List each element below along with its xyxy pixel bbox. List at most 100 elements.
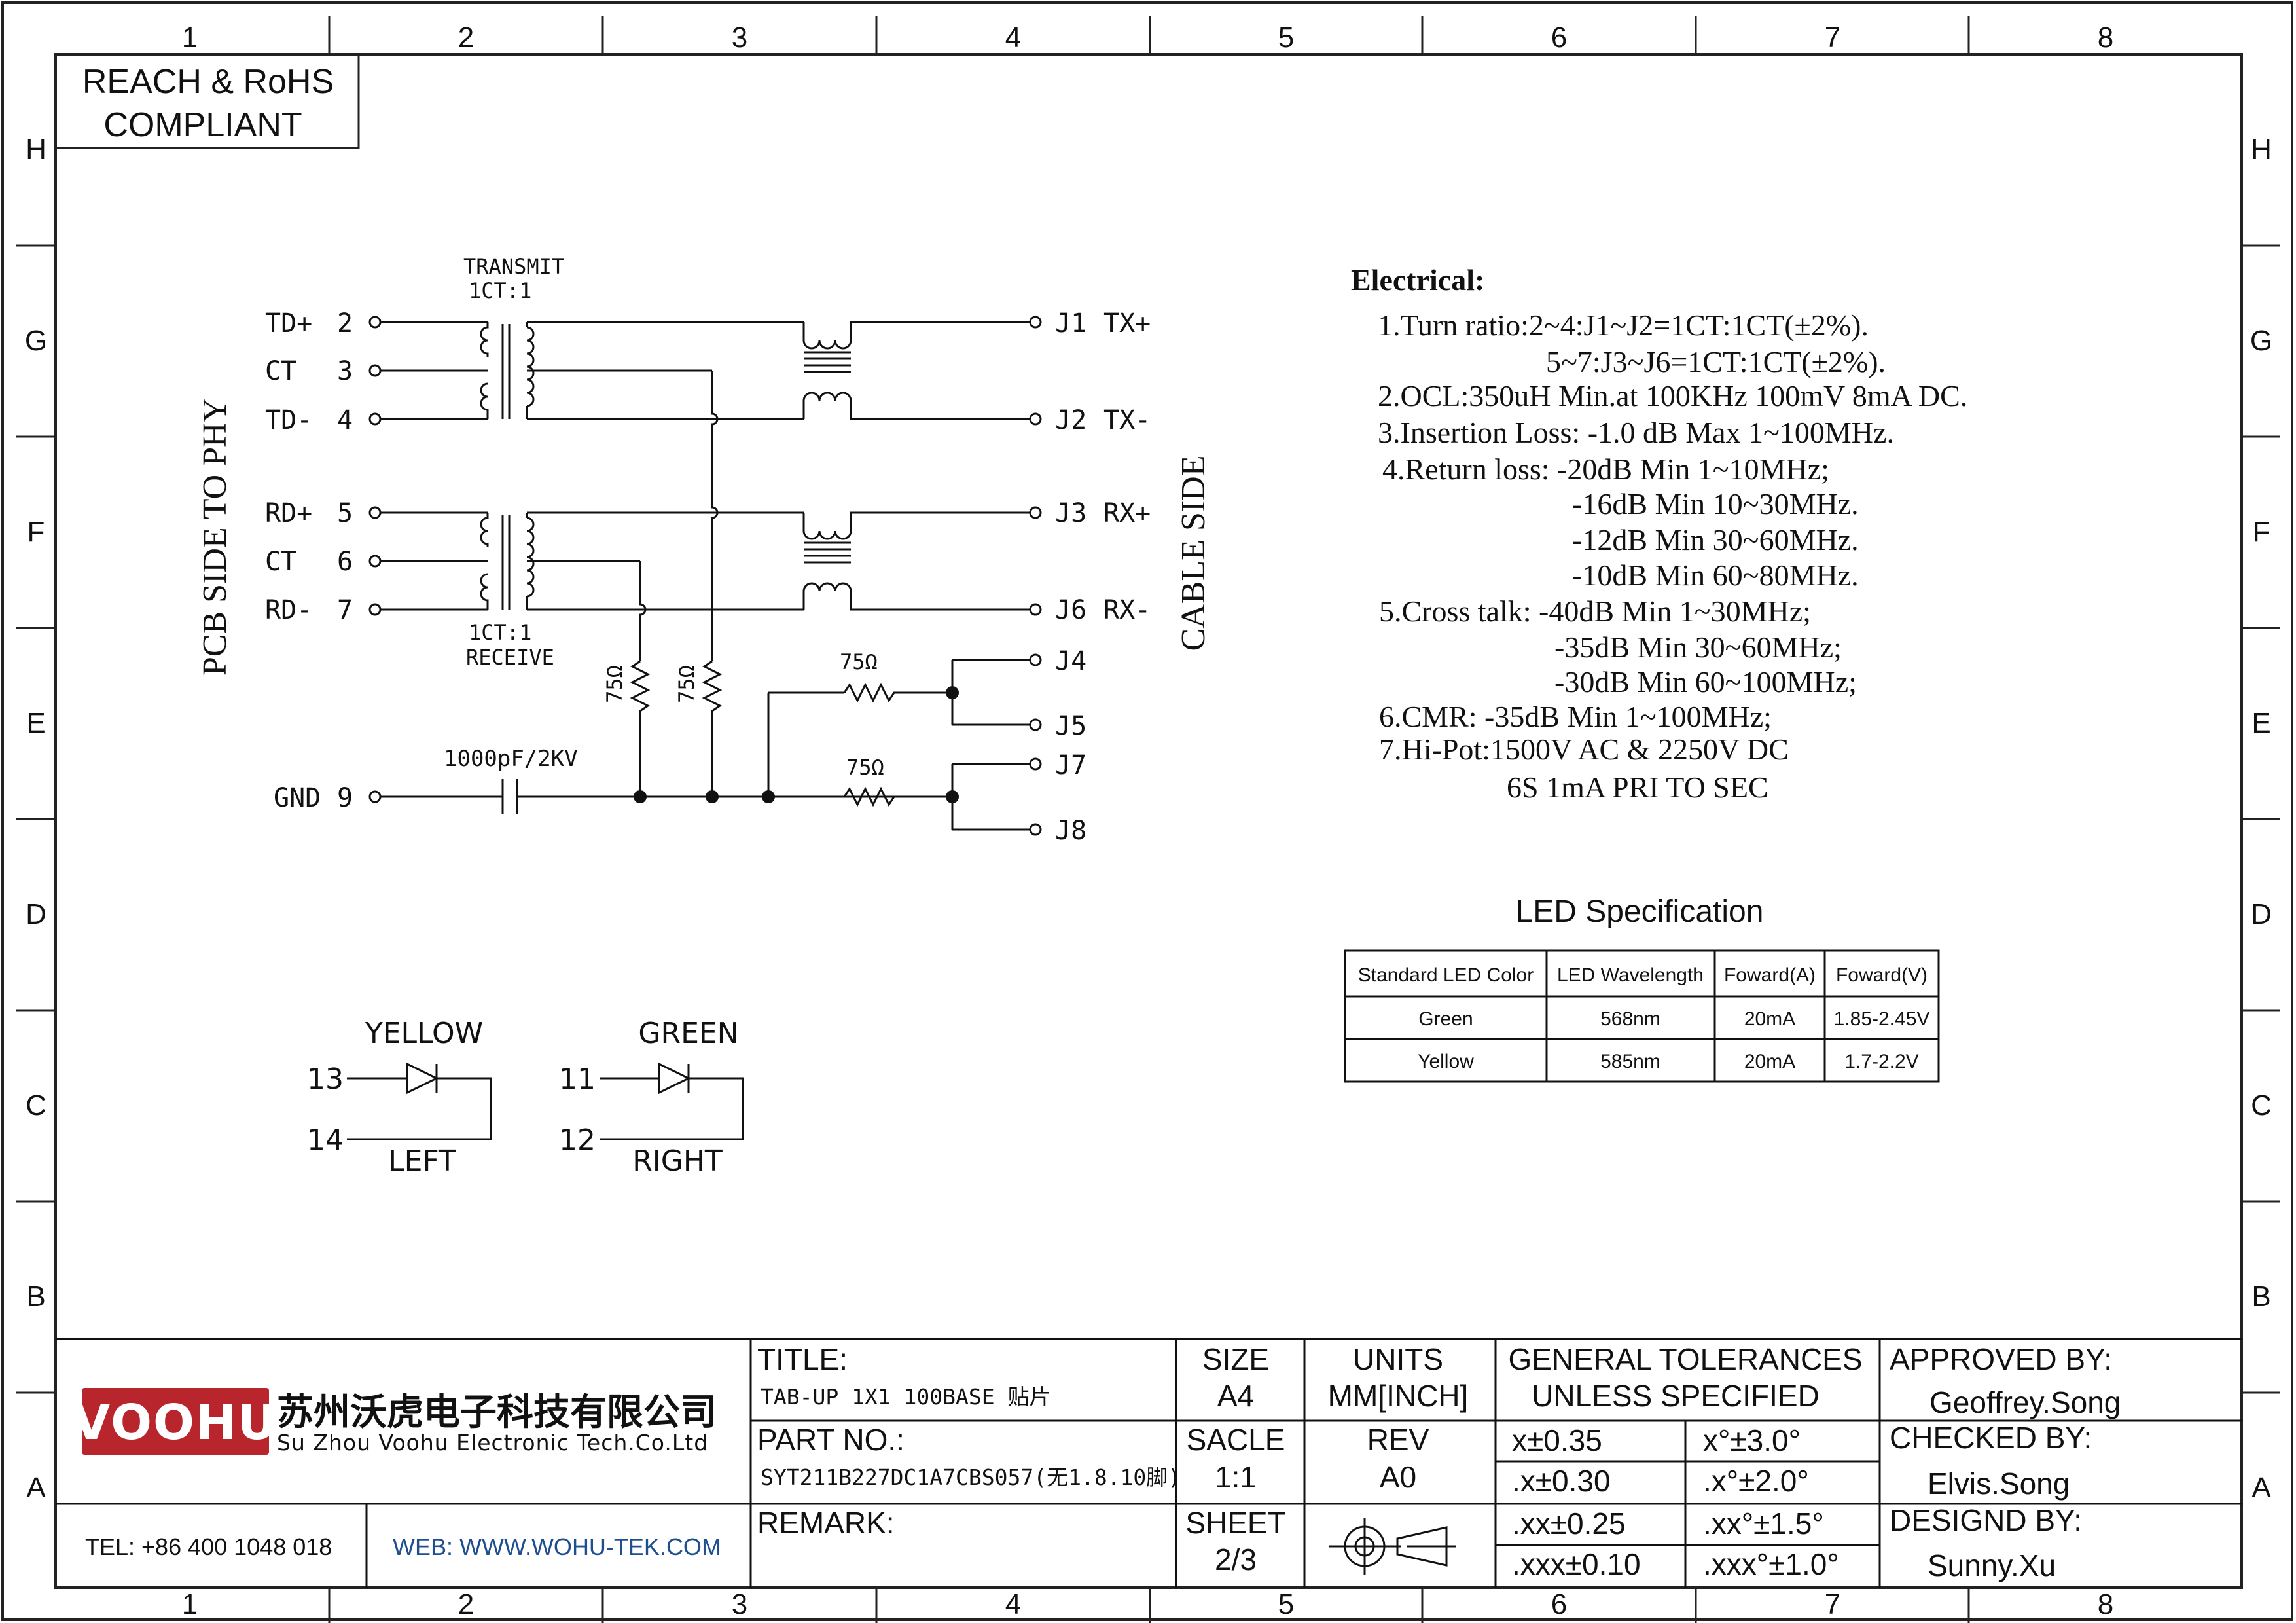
resistor-label-2: 75Ω: [674, 665, 699, 703]
electrical-line-11: -30dB Min 60~100MHz;: [1554, 665, 1857, 699]
company-name-cn: 苏州沃虎电子科技有限公司: [277, 1391, 717, 1434]
title-label: TITLE:: [757, 1342, 848, 1376]
electrical-line-12: 6.CMR: -35dB Min 1~100MHz;: [1379, 700, 1772, 733]
scale-value: 1:1: [1215, 1460, 1257, 1494]
title-block: [56, 1338, 2242, 1588]
tolerance-cell: .x±0.30: [1512, 1464, 1611, 1498]
led-yellow-anode-pin: 13: [307, 1063, 344, 1096]
tolerance-title-2: UNLESS SPECIFIED: [1532, 1379, 1820, 1413]
col-label-3-bottom: 3: [732, 1588, 747, 1620]
col-label-1-bottom: 1: [182, 1588, 198, 1620]
col-label-2: 2: [458, 22, 474, 54]
remark-label: REMARK:: [757, 1506, 895, 1540]
tolerance-cell: .x°±2.0°: [1703, 1464, 1809, 1498]
designed-label: DESIGND BY:: [1890, 1503, 2082, 1537]
row-label-H: H: [26, 134, 46, 166]
transmit-ratio: 1CT:1: [469, 278, 531, 303]
tolerance-cell: x±0.35: [1512, 1423, 1602, 1457]
sheet-label: SHEET: [1185, 1506, 1285, 1540]
units-label: UNITS: [1353, 1342, 1443, 1376]
led-spec-header-forward-v: Foward(V): [1836, 964, 1928, 986]
pin-j2: J2: [1055, 405, 1086, 435]
approved-value: Geoffrey.Song: [1929, 1385, 2121, 1419]
pin-name-ct-tx: CT: [265, 356, 296, 386]
pin-j8: J8: [1055, 816, 1086, 846]
led-yellow-position: LEFT: [388, 1144, 456, 1178]
scale-label: SACLE: [1187, 1423, 1285, 1457]
company-tel: TEL: +86 400 1048 018: [85, 1533, 332, 1560]
company-logo: [82, 1388, 269, 1455]
pin-num-3: 3: [337, 356, 353, 386]
row-label-B: B: [26, 1281, 45, 1313]
pin-j1: J1: [1055, 308, 1086, 338]
units-value: MM[INCH]: [1328, 1379, 1469, 1413]
pin-j3-signal: RX+: [1103, 498, 1151, 528]
row-label-F-right: F: [2253, 516, 2270, 548]
pin-j3: J3: [1055, 498, 1086, 528]
tolerance-cell: .xxx±0.10: [1512, 1547, 1641, 1581]
electrical-line-14: 6S 1mA PRI TO SEC: [1507, 771, 1768, 804]
pin-name-td-minus: TD-: [265, 405, 312, 435]
electrical-line-5: 4.Return loss: -20dB Min 1~10MHz;: [1382, 452, 1829, 486]
row-label-D: D: [26, 898, 46, 930]
pin-j4: J4: [1055, 646, 1086, 676]
led-green-anode-pin: 11: [559, 1063, 596, 1096]
pin-name-gnd: GND: [274, 783, 321, 813]
row-label-H-right: H: [2251, 134, 2272, 166]
pin-name-ct-rx: CT: [265, 547, 296, 577]
receive-ratio: 1CT:1: [469, 620, 531, 645]
led-spec-header-forward-a: Foward(A): [1724, 964, 1816, 986]
electrical-line-1: 1.Turn ratio:2~4:J1~J2=1CT:1CT(±2%).: [1378, 308, 1869, 342]
title-value: TAB-UP 1X1 100BASE 贴片: [761, 1384, 1051, 1410]
rev-label: REV: [1367, 1423, 1429, 1457]
electrical-line-2: 5~7:J3~J6=1CT:1CT(±2%).: [1546, 345, 1886, 378]
part-value: SYT211B227DC1A7CBS057(无1.8.10脚): [761, 1465, 1181, 1490]
row-label-D-right: D: [2251, 898, 2272, 930]
col-label-2-bottom: 2: [458, 1588, 474, 1620]
electrical-line-13: 7.Hi-Pot:1500V AC & 2250V DC: [1379, 733, 1789, 766]
col-label-3: 3: [732, 22, 747, 54]
led-green-color: GREEN: [638, 1017, 738, 1050]
col-label-7: 7: [1825, 22, 1840, 54]
pin-num-5: 5: [337, 498, 353, 528]
cable-side-label: CABLE SIDE: [1175, 456, 1212, 651]
col-label-6: 6: [1551, 22, 1567, 54]
col-label-1: 1: [182, 22, 198, 54]
rev-value: A0: [1380, 1460, 1416, 1494]
inner-frame: [54, 53, 2243, 1589]
row-label-G: G: [25, 325, 47, 357]
tolerance-cell: .xxx°±1.0°: [1703, 1547, 1839, 1581]
tolerance-cell: .xx°±1.5°: [1703, 1506, 1824, 1541]
electrical-line-8: -10dB Min 60~80MHz.: [1572, 558, 1859, 592]
sheet-value: 2/3: [1215, 1542, 1257, 1577]
col-label-7-bottom: 7: [1825, 1588, 1840, 1620]
col-label-6-bottom: 6: [1551, 1588, 1567, 1620]
electrical-line-9: 5.Cross talk: -40dB Min 1~30MHz;: [1379, 594, 1811, 628]
row-label-A-right: A: [2251, 1472, 2271, 1504]
led-spec-cell: 1.7-2.2V: [1844, 1051, 1918, 1072]
approved-label: APPROVED BY:: [1890, 1342, 2112, 1376]
compliance-line1: REACH & RoHS: [82, 63, 334, 101]
company-web: WEB: WWW.WOHU-TEK.COM: [393, 1533, 721, 1560]
led-spec-cell: 1.85-2.45V: [1834, 1008, 1930, 1030]
company-logo-text: VOOHU: [73, 1395, 278, 1451]
electrical-line-10: -35dB Min 30~60MHz;: [1554, 630, 1842, 664]
row-label-F: F: [27, 516, 45, 548]
checked-label: CHECKED BY:: [1890, 1421, 2092, 1455]
magnetics-schematic: PCB SIDE TO PHY CABLE SIDE TRANSMIT 1CT:…: [196, 254, 1212, 846]
tolerance-title-1: GENERAL TOLERANCES: [1508, 1342, 1862, 1376]
led-schematic: YELLOW 13 14 LEFT GREEN 11 12 RIGHT: [307, 1017, 744, 1178]
row-label-B-right: B: [2251, 1281, 2270, 1313]
electrical-line-3: 2.OCL:350uH Min.at 100KHz 100mV 8mA DC.: [1378, 379, 1967, 412]
row-label-C: C: [26, 1089, 46, 1122]
led-yellow-color: YELLOW: [365, 1017, 483, 1050]
col-label-5: 5: [1278, 22, 1294, 54]
col-label-4: 4: [1005, 22, 1021, 54]
pin-name-rd-plus: RD+: [265, 498, 312, 528]
row-label-E: E: [26, 707, 45, 739]
compliance-box: [54, 53, 360, 149]
tolerance-cell: x°±3.0°: [1703, 1423, 1801, 1457]
electrical-line-4: 3.Insertion Loss: -1.0 dB Max 1~100MHz.: [1378, 416, 1894, 449]
led-spec-title: LED Specification: [1516, 894, 1764, 929]
